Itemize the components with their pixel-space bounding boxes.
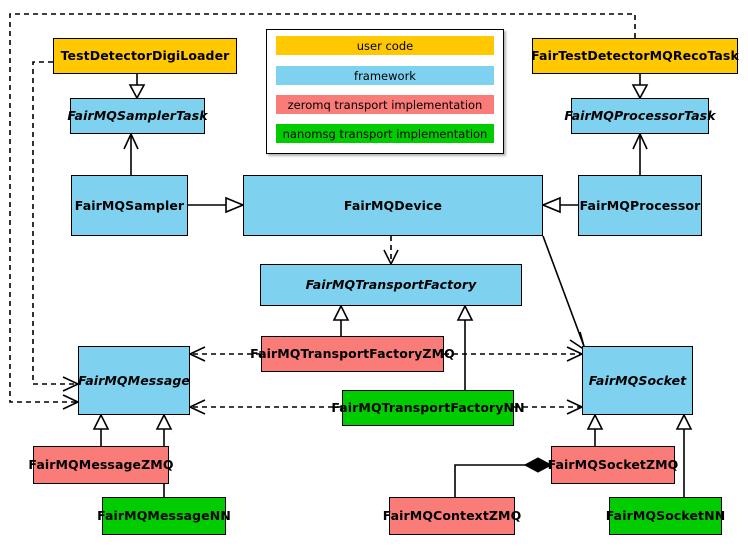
node-label: FairMQMessageZMQ — [28, 457, 174, 473]
node-fair-mq-socket-nn[interactable]: FairMQSocketNN — [606, 497, 725, 535]
node-fair-mq-device[interactable]: FairMQDevice — [243, 175, 543, 236]
edge-socketzmq-inherits-socket — [586, 413, 604, 446]
node-label: FairMQSampler — [74, 197, 185, 213]
node-label: FairTestDetectorMQRecoTask — [531, 48, 739, 64]
node-label: FairMQContextZMQ — [382, 508, 522, 524]
node-label: FairMQSocketZMQ — [547, 457, 679, 473]
edge-device-depends-transportfactory — [383, 236, 399, 266]
node-fair-test-detector-mq-reco-task[interactable]: FairTestDetectorMQRecoTask — [531, 38, 739, 74]
node-fair-mq-transport-factory-nn[interactable]: FairMQTransportFactoryNN — [331, 390, 525, 426]
legend-item-label: user code — [356, 38, 414, 53]
node-label: FairMQTransportFactoryNN — [331, 400, 525, 416]
edge-socketnn-inherits-socket — [675, 413, 693, 497]
node-label: FairMQMessageNN — [97, 508, 231, 524]
node-fair-mq-processor[interactable]: FairMQProcessor — [578, 175, 702, 236]
node-label: FairMQProcessorTask — [564, 108, 716, 124]
edge-factoryzmq-inherits-factory — [332, 304, 350, 336]
legend-item-zeromq: zeromq transport implementation — [276, 95, 494, 114]
node-fair-mq-sampler-task[interactable]: FairMQSamplerTask — [67, 98, 208, 134]
edge-factorynn-creates-message — [188, 399, 342, 415]
node-fair-mq-transport-factory-zmq[interactable]: FairMQTransportFactoryZMQ — [250, 336, 455, 372]
node-label: FairMQSamplerTask — [67, 108, 208, 124]
edge-device-depends-socket — [542, 235, 587, 352]
edge-sampler-uses-samplertask — [123, 132, 139, 175]
node-label: FairMQProcessor — [579, 197, 701, 213]
edge-processor-inherits-device — [540, 196, 578, 214]
legend-item-framework: framework — [276, 66, 494, 85]
node-label: FairMQSocketNN — [605, 508, 726, 524]
node-fair-mq-message[interactable]: FairMQMessage — [78, 346, 190, 415]
node-label: FairMQTransportFactoryZMQ — [250, 346, 455, 362]
legend-item-nanomsg: nanomsg transport implementation — [276, 124, 494, 143]
node-fair-mq-message-nn[interactable]: FairMQMessageNN — [97, 497, 231, 535]
edge-factoryzmq-creates-socket — [444, 346, 584, 362]
legend-item-user-code: user code — [276, 36, 494, 55]
node-fair-mq-message-zmq[interactable]: FairMQMessageZMQ — [28, 446, 173, 484]
edge-recotask-inherits-processortask — [631, 74, 649, 100]
node-label: FairMQTransportFactory — [305, 277, 477, 293]
legend-item-label: framework — [354, 68, 416, 83]
edge-messagezmq-inherits-message — [92, 413, 110, 446]
node-fair-mq-processor-task[interactable]: FairMQProcessorTask — [564, 98, 716, 134]
edge-factorynn-inherits-factory — [456, 304, 474, 390]
node-fair-mq-socket[interactable]: FairMQSocket — [582, 346, 693, 415]
node-label: TestDetectorDigiLoader — [60, 48, 230, 64]
node-fair-mq-transport-factory[interactable]: FairMQTransportFactory — [260, 264, 522, 306]
edge-sampler-inherits-device — [188, 196, 246, 214]
legend-item-label: zeromq transport implementation — [287, 97, 483, 112]
node-label: FairMQSocket — [588, 372, 687, 388]
node-label: FairMQMessage — [78, 372, 191, 388]
node-fair-mq-socket-zmq[interactable]: FairMQSocketZMQ — [548, 446, 678, 484]
node-label: FairMQDevice — [343, 197, 443, 213]
node-fair-mq-context-zmq[interactable]: FairMQContextZMQ — [383, 497, 521, 535]
node-test-detector-digi-loader[interactable]: TestDetectorDigiLoader — [53, 38, 237, 74]
node-fair-mq-sampler[interactable]: FairMQSampler — [71, 175, 188, 236]
edge-processor-uses-processortask — [632, 132, 648, 175]
legend-item-label: nanomsg transport implementation — [282, 126, 488, 141]
edge-digiloader-inherits-samplertask — [128, 74, 146, 100]
edge-socketzmq-composes-contextzmq — [454, 457, 553, 497]
